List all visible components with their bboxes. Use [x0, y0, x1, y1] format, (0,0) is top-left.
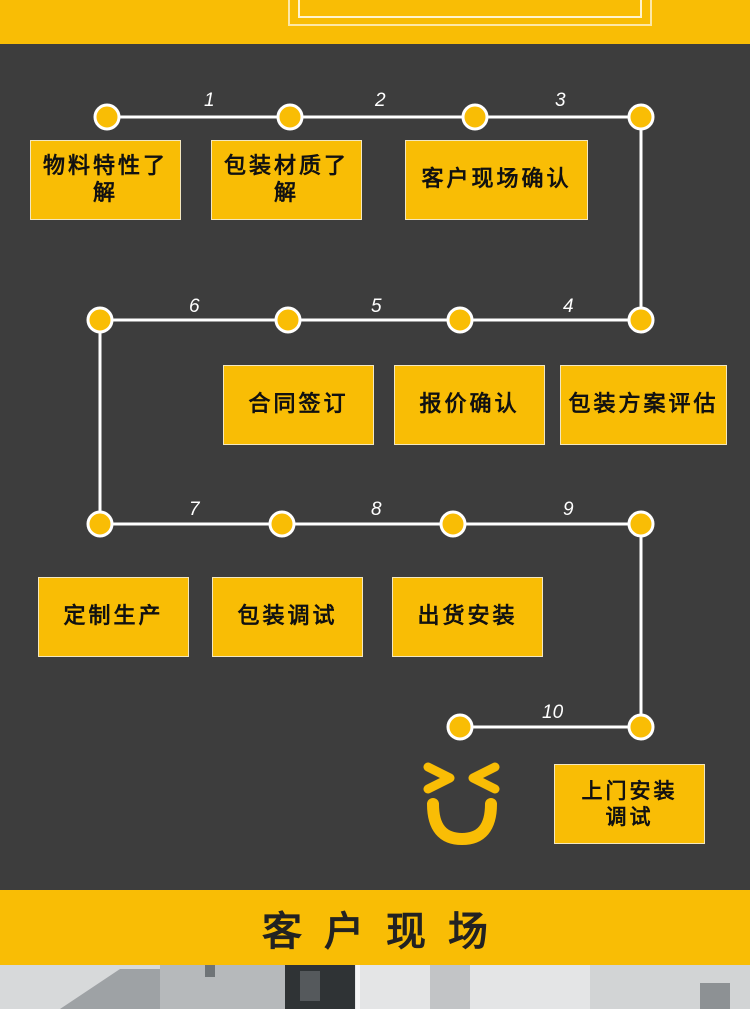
flow-connector-lines: [86, 103, 655, 846]
step-box-onsite-install: 上门安装调试: [554, 764, 705, 844]
step-box-packaging-material: 包装材质了解: [211, 140, 362, 220]
step-number: 4: [563, 296, 574, 317]
decorative-frame: [288, 0, 652, 26]
step-box-quotation: 报价确认: [394, 365, 545, 445]
step-number: 7: [189, 499, 200, 520]
step-box-contract: 合同签订: [223, 365, 374, 445]
flow-node: [446, 306, 474, 334]
flow-node: [274, 306, 302, 334]
flow-node: [627, 510, 655, 538]
section-header-band: 客户现场: [0, 890, 750, 965]
flow-node: [86, 510, 114, 538]
flow-node: [268, 510, 296, 538]
step-number: 9: [563, 499, 574, 520]
step-number: 2: [375, 90, 386, 111]
flow-node: [93, 103, 121, 131]
flow-node: [627, 713, 655, 741]
section-title: 客户现场: [262, 908, 510, 955]
step-box-material-properties: 物料特性了解: [30, 140, 181, 220]
flow-node: [276, 103, 304, 131]
step-box-packaging-debug: 包装调试: [212, 577, 363, 657]
step-box-custom-production: 定制生产: [38, 577, 189, 657]
flow-node: [86, 306, 114, 334]
smiley-face-icon: [423, 762, 500, 846]
process-flow-panel: 1 2 3 4 5 6 7 8 9 10 物料特性了解 包装材质了解 客户现场确…: [0, 44, 750, 890]
top-banner: [0, 0, 750, 44]
step-number: 5: [371, 296, 382, 317]
flow-node: [627, 306, 655, 334]
step-number: 8: [371, 499, 382, 520]
flow-node: [627, 103, 655, 131]
customer-site-photo: [0, 965, 750, 1009]
step-number: 3: [555, 90, 566, 111]
flow-nodes: [86, 103, 655, 741]
flow-node: [461, 103, 489, 131]
flow-node: [439, 510, 467, 538]
step-box-solution-evaluation: 包装方案评估: [560, 365, 727, 445]
step-box-shipping-install: 出货安装: [392, 577, 543, 657]
step-number: 6: [189, 296, 200, 317]
step-number: 10: [542, 702, 564, 723]
step-number: 1: [204, 90, 215, 111]
site-photo-graphic: [0, 965, 750, 1009]
step-box-site-confirmation: 客户现场确认: [405, 140, 588, 220]
flow-node: [446, 713, 474, 741]
